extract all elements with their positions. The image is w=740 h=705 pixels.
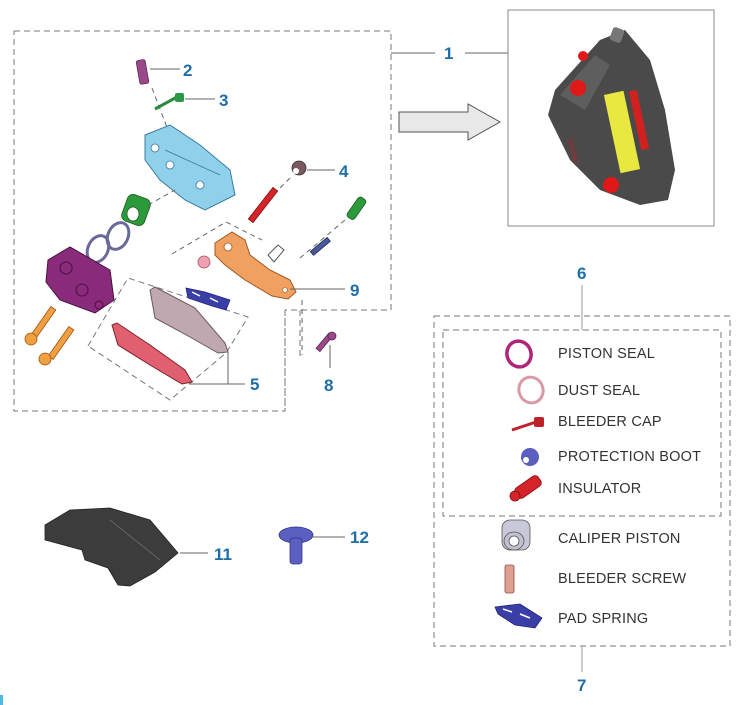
callout-1: 1 (444, 44, 454, 63)
part-bleeder-screw (135, 59, 150, 85)
part-caliper-body-outer (144, 124, 236, 211)
caliper-piston-icon (501, 519, 531, 551)
legend-protection-boot: PROTECTION BOOT (558, 449, 702, 465)
part-bleeder-cap (154, 93, 184, 111)
dust-seal-icon (517, 375, 545, 405)
pads-group-boundary (87, 277, 249, 401)
arrow-icon (398, 103, 502, 141)
part-insulator-pin (247, 186, 279, 224)
callout-5: 5 (250, 375, 260, 394)
legend-pad-spring: PAD SPRING (558, 611, 649, 627)
part-protection-boot (291, 160, 307, 176)
part-seal-ring-1 (105, 221, 131, 251)
part-piston-green (121, 194, 151, 226)
part-caliper-bracket (214, 231, 297, 300)
pad-spring-icon (494, 603, 543, 629)
part-bolt-8 (315, 331, 337, 353)
protection-boot-icon (521, 448, 539, 466)
part-caliper-body-inner (45, 246, 115, 314)
callout-4: 4 (339, 162, 349, 181)
legend-bleeder-cap: BLEEDER CAP (558, 414, 662, 430)
part-pad-spring (185, 287, 231, 311)
accent-marker (0, 695, 3, 705)
callout-6: 6 (577, 264, 587, 283)
part-clip (267, 244, 285, 263)
legend-piston-seal: PISTON SEAL (558, 346, 656, 362)
bleeder-screw-icon (504, 564, 515, 594)
part-clip-rivet (278, 526, 314, 565)
legend-bleeder-screw: BLEEDER SCREW (558, 571, 687, 587)
part-caliper-cover (44, 507, 179, 587)
callout-3: 3 (219, 91, 229, 110)
part-bolts-orange (24, 305, 75, 366)
callout-8: 8 (324, 376, 334, 395)
bracket-group-boundary (284, 310, 301, 411)
legend-caliper-piston: CALIPER PISTON (558, 531, 681, 547)
part-brake-pad-front (111, 322, 193, 385)
legend-dust-seal: DUST SEAL (558, 383, 641, 399)
callout-12: 12 (350, 528, 369, 547)
part-pin-green (346, 196, 367, 220)
callout-9: 9 (350, 281, 360, 300)
part-small-bolt (309, 236, 331, 256)
callout-2: 2 (183, 61, 193, 80)
callout-7: 7 (577, 676, 587, 695)
callout-11: 11 (214, 545, 232, 564)
bleeder-cap-icon (511, 417, 544, 432)
part-nut (197, 255, 211, 269)
legend-insulator: INSULATOR (558, 481, 642, 497)
assembled-caliper-image: brembo (548, 27, 675, 205)
piston-seal-icon (505, 339, 533, 369)
insulator-icon (509, 475, 542, 502)
kit-6-boundary (442, 329, 722, 517)
exploded-view-boundary (13, 30, 392, 412)
